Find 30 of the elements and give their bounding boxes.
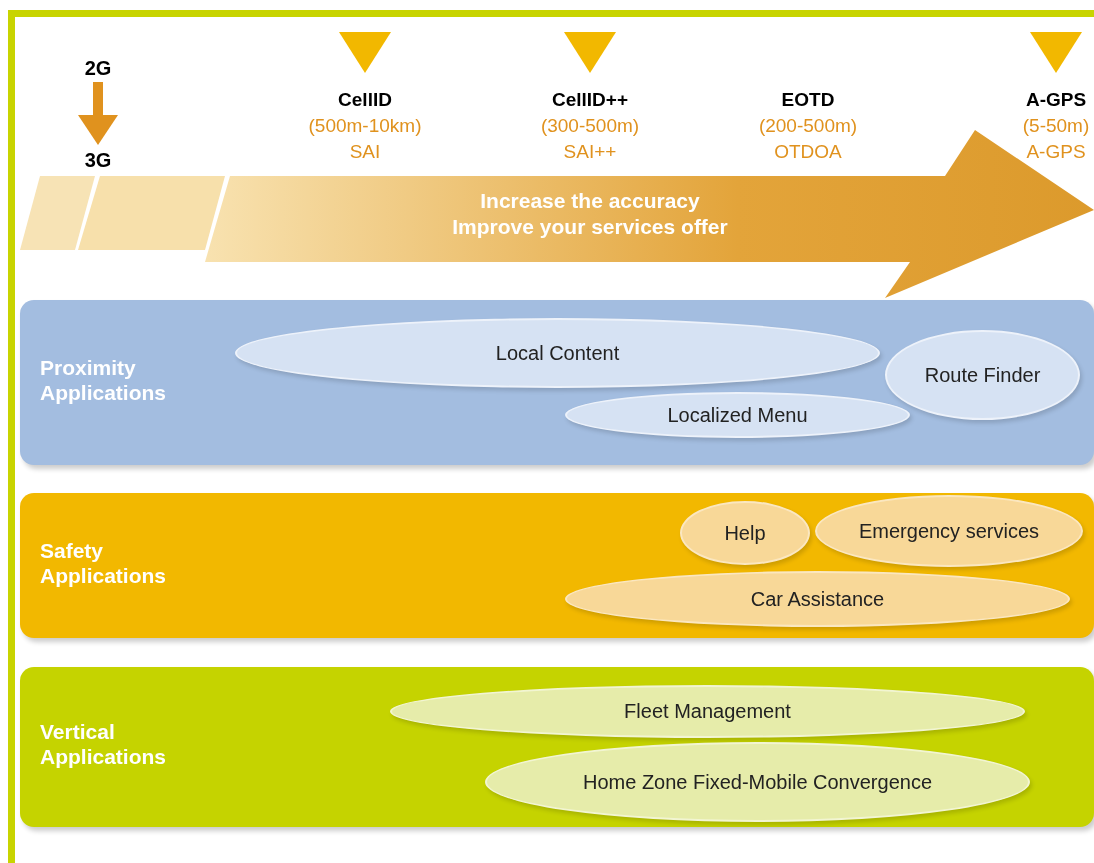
- arrow: [78, 82, 118, 145]
- technology-name: CellID++: [550, 88, 629, 112]
- technology-name: EOTD: [780, 88, 836, 112]
- application-ellipse: Emergency services: [815, 495, 1083, 567]
- application-ellipse: Help: [680, 501, 810, 565]
- generation-label: 3G: [78, 148, 118, 172]
- application-band: [20, 493, 1094, 638]
- application-ellipse: Localized Menu: [565, 392, 910, 438]
- accuracy-range: (5-50m): [1021, 114, 1091, 138]
- application-ellipse: Fleet Management: [390, 685, 1025, 738]
- application-ellipse: Car Assistance: [565, 571, 1070, 627]
- application-ellipse: Home Zone Fixed-Mobile Convergence: [485, 742, 1030, 822]
- band-heading: Safety Applications: [40, 537, 167, 588]
- accuracy-range: (200-500m): [757, 114, 859, 138]
- accuracy-range: (500m-10km): [307, 114, 423, 138]
- generation-label: 2G: [78, 56, 118, 80]
- application-ellipse: Local Content: [235, 318, 880, 388]
- band-heading: Proximity Applications: [40, 354, 167, 405]
- band-heading: Vertical Applications: [40, 719, 167, 769]
- positioning-method: SAI: [348, 140, 382, 164]
- positioning-method: A-GPS: [1025, 140, 1087, 164]
- technology-name: CellID: [337, 88, 393, 112]
- application-ellipse: Route Finder: [885, 330, 1080, 420]
- positioning-method: SAI++: [562, 140, 618, 164]
- accuracy-range: (300-500m): [539, 114, 641, 138]
- application-band: [20, 300, 1094, 465]
- application-band: [20, 667, 1094, 827]
- positioning-method: OTDOA: [773, 140, 843, 164]
- arrow-caption: Increase the accuracy Improve your services offer: [451, 188, 729, 240]
- technology-name: A-GPS: [1024, 88, 1088, 112]
